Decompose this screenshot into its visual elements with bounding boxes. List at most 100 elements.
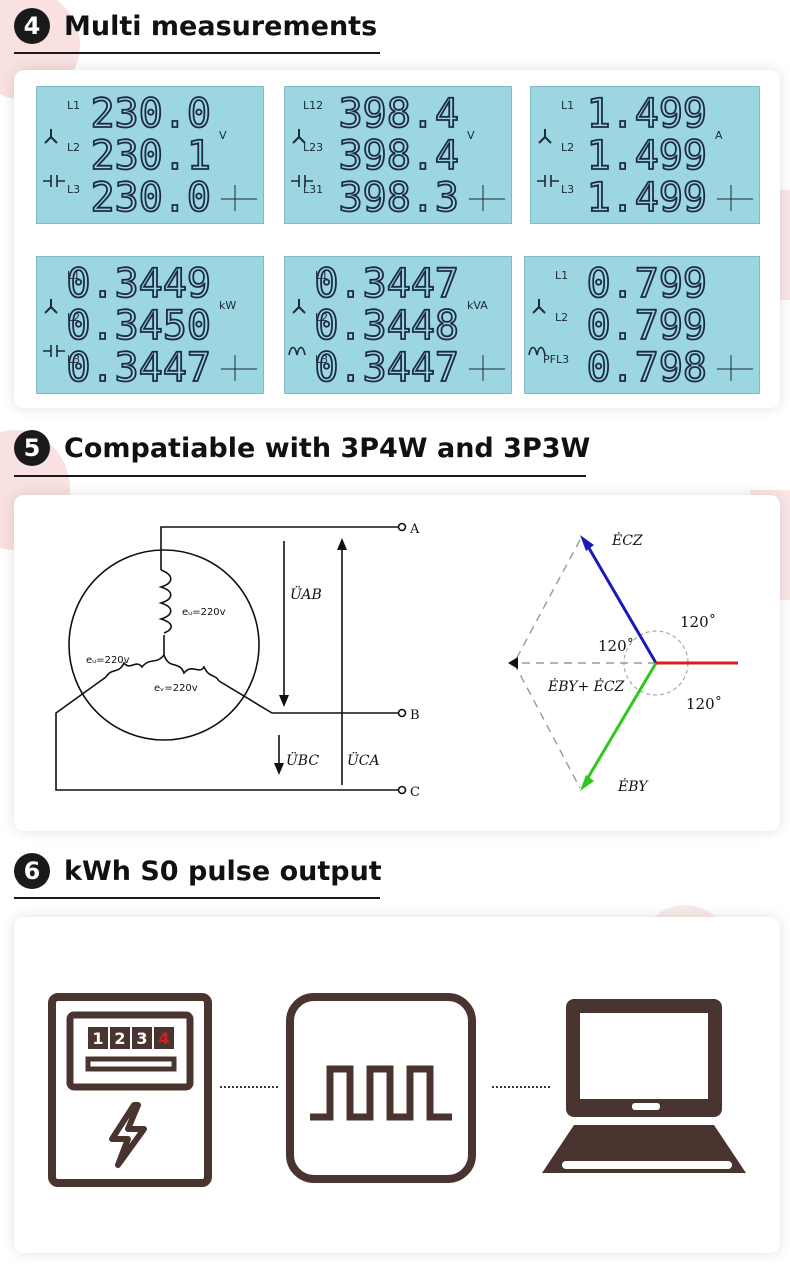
lcd-reading: 1.499 <box>587 175 707 221</box>
lcd-row-label: L2 <box>67 311 80 324</box>
lcd-row-label: L2 <box>315 311 328 324</box>
lcd-row-label: L2 <box>561 141 574 154</box>
wave-icon <box>288 346 306 356</box>
label-eby: ĖBY <box>617 777 649 795</box>
wye-icon <box>532 299 546 314</box>
lightning-icon <box>109 1102 147 1168</box>
lcd-row-label: L2 <box>67 141 80 154</box>
neutral-icon <box>43 345 65 357</box>
label-ecz: ĖCZ <box>611 531 643 549</box>
lcd-reading: 0.3447 <box>67 345 212 391</box>
lcd-unit: kVA <box>467 299 488 312</box>
lcd-reading: 230.0 <box>91 91 211 137</box>
lcd-reading: 0.798 <box>587 345 707 391</box>
lcd-unit: V <box>467 129 475 142</box>
voltage-label-bc: ÜBC <box>286 751 319 769</box>
section-underline <box>14 897 380 899</box>
phase-label-w: eᵤ=220v <box>86 655 130 666</box>
lcd-reading: 1.499 <box>587 91 707 137</box>
lcd-unit: V <box>219 129 227 142</box>
vector-ecz <box>584 542 658 664</box>
label-eby-plus-ecz: ĖBY+ ĖCZ <box>547 677 625 695</box>
energy-meter-icon: 1 2 3 4 <box>48 993 212 1187</box>
section-heading-multi-measurements: 4 Multi measurements <box>14 8 377 44</box>
wye-icon <box>44 299 58 314</box>
terminal-a <box>397 522 407 532</box>
section-number-badge: 5 <box>14 430 50 466</box>
lcd-row-label: L3 <box>315 353 328 366</box>
wye-connection-diagram: A B C eᵤ=220v eᵤ=220v eᵥ=220v ÜAB ÜBC … <box>55 522 420 800</box>
meter-digit: 3 <box>136 1029 147 1048</box>
wye-icon <box>292 129 306 144</box>
quadrant-icon <box>469 185 505 211</box>
neutral-icon <box>43 175 65 187</box>
section-title: Multi measurements <box>64 10 378 42</box>
voltage-label-ca: ÜCA <box>347 751 380 769</box>
vector-eby <box>584 662 658 782</box>
lcd-row-label: L12 <box>303 99 323 112</box>
lcd-reading: 0.3450 <box>67 303 212 349</box>
section-number-badge: 6 <box>14 853 50 889</box>
lcd-row-label: L2 <box>555 311 568 324</box>
lcd-row-label: L1 <box>67 99 80 112</box>
neutral-icon <box>537 175 559 187</box>
wye-icon <box>292 299 306 314</box>
lcd-unit: A <box>715 129 723 142</box>
terminal-label-a: A <box>409 522 420 537</box>
lcd-row-label: PFL3 <box>543 353 569 366</box>
meter-digit: 1 <box>92 1029 103 1048</box>
lcd-row-label: L1 <box>555 269 568 282</box>
section-heading-pulse-output: 6 kWh S0 pulse output <box>14 853 382 889</box>
terminal-b <box>397 708 407 718</box>
section-heading-compatible: 5 Compatiable with 3P4W and 3P3W <box>14 430 590 466</box>
pulse-output-card: 1 2 3 4 <box>14 917 780 1253</box>
meter-digit: 2 <box>114 1029 125 1048</box>
wiring-diagram-card: A B C eᵤ=220v eᵤ=220v eᵥ=220v ÜAB ÜBC … <box>14 495 780 831</box>
quadrant-icon <box>469 355 505 381</box>
quadrant-icon <box>221 185 257 211</box>
lcd-reading: 0.3449 <box>67 261 212 307</box>
angle-label: 120˚ <box>680 613 716 631</box>
lcd-reading: 0.799 <box>587 261 707 307</box>
lcd-row-label: L3 <box>67 183 80 196</box>
laptop-icon <box>542 999 746 1173</box>
section-number-badge: 4 <box>14 8 50 44</box>
quadrant-icon <box>717 355 753 381</box>
terminal-label-b: B <box>410 708 420 723</box>
wye-icon <box>44 129 58 144</box>
lcd-reading: 1.499 <box>587 133 707 179</box>
lcd-reading: 230.0 <box>91 175 211 221</box>
lcd-unit: kW <box>219 299 236 312</box>
lcd-reading: 398.3 <box>339 175 459 221</box>
lcd-row-label: L3 <box>67 353 80 366</box>
terminal-label-c: C <box>410 785 420 800</box>
wye-icon <box>538 129 552 144</box>
section-title: Compatiable with 3P4W and 3P3W <box>64 432 591 464</box>
phasor-diagram: ĖCZ ĖBY ĖBY+ ĖCZ 120˚ 120˚ 120˚ <box>508 531 738 795</box>
phase-label-u: eᵤ=220v <box>182 607 226 618</box>
lcd-row-label: L31 <box>303 183 323 196</box>
lcd-reading: 230.1 <box>91 133 211 179</box>
lcd-row-label: L1 <box>315 269 328 282</box>
lcd-row-label: L3 <box>561 183 574 196</box>
section-title: kWh S0 pulse output <box>64 855 382 887</box>
lcd-reading: 0.3447 <box>315 345 460 391</box>
lcd-reading: 0.799 <box>587 303 707 349</box>
lcd-reading: 398.4 <box>339 91 459 137</box>
wave-icon <box>528 346 546 356</box>
pulse-signal-icon <box>286 993 476 1183</box>
angle-label: 120˚ <box>686 695 722 713</box>
lcd-reading: 0.3448 <box>315 303 460 349</box>
phase-label-v: eᵥ=220v <box>154 683 198 694</box>
quadrant-icon <box>717 185 753 211</box>
lcd-row-label: L1 <box>67 269 80 282</box>
section-underline <box>14 475 586 477</box>
lcd-row-label: L1 <box>561 99 574 112</box>
